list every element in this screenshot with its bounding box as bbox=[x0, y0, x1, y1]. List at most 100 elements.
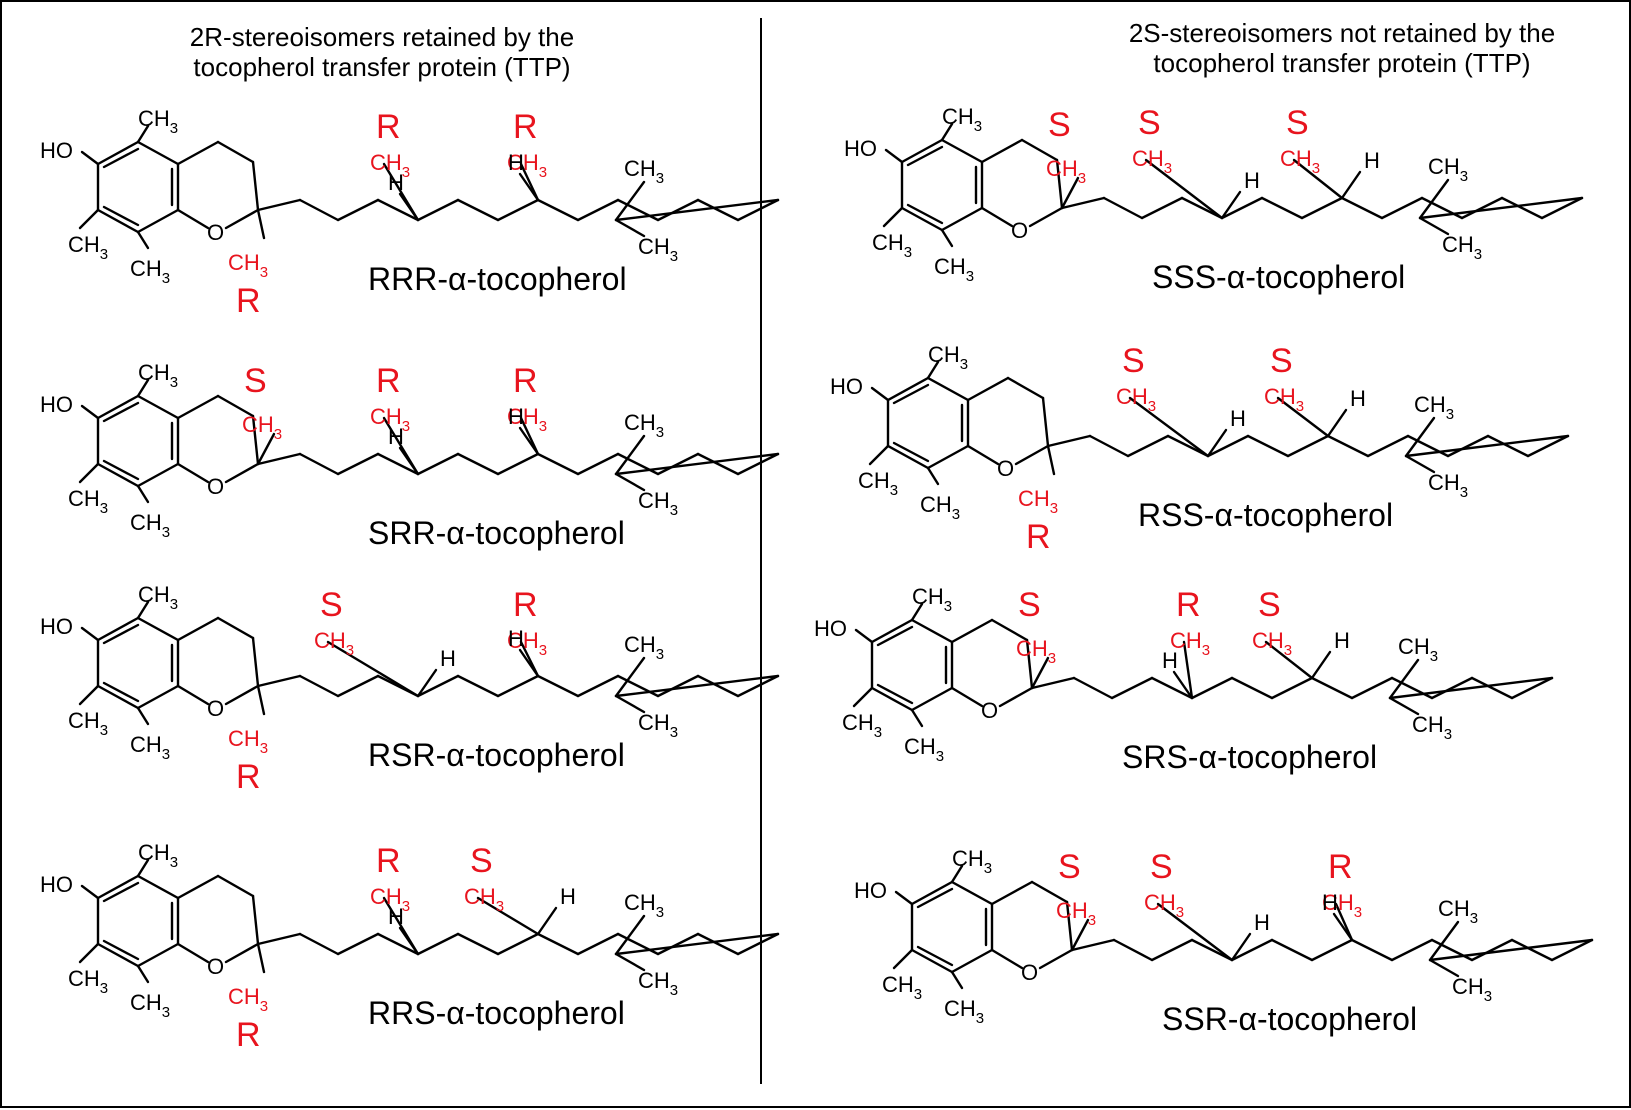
chroman-bond bbox=[251, 160, 260, 212]
aromatic-ring-bond bbox=[136, 462, 180, 488]
heading-2r-retained: 2R-stereoisomers retained by the tocophe… bbox=[102, 22, 662, 82]
chroman-bond bbox=[176, 208, 210, 230]
aromatic-ring-bond bbox=[950, 948, 994, 974]
c8-hydrogen: H bbox=[1322, 890, 1338, 915]
aromatic-ring-bond bbox=[136, 394, 180, 420]
hydroxyl-bond bbox=[80, 626, 100, 642]
phytyl-chain-bond bbox=[1270, 676, 1314, 700]
methyl-bond bbox=[136, 706, 150, 726]
c4-hydrogen: H bbox=[388, 424, 404, 449]
chroman-bond bbox=[216, 616, 255, 640]
terminal-methyl-b: CH3 bbox=[1442, 232, 1482, 263]
stereo-label-c2: S bbox=[1048, 106, 1071, 144]
aromatic-ring-bond bbox=[96, 394, 140, 420]
phytyl-chain-bond bbox=[256, 674, 302, 688]
phytyl-chain-bond bbox=[298, 198, 340, 222]
phytyl-chain-bond bbox=[496, 452, 540, 476]
phytyl-chain-bond bbox=[1060, 196, 1106, 210]
phytyl-chain-bond bbox=[456, 674, 500, 698]
aromatic-ring-bond bbox=[96, 208, 140, 234]
c8-methyl: CH3 bbox=[1280, 146, 1320, 177]
ring-oxygen: O bbox=[207, 954, 224, 979]
c8-hydrogen-bond bbox=[1340, 170, 1362, 200]
phytyl-chain-bond bbox=[1510, 938, 1554, 962]
terminal-bond bbox=[614, 914, 646, 956]
c8-methyl-bond bbox=[1334, 902, 1354, 942]
phytyl-chain-bond bbox=[1486, 434, 1530, 458]
terminal-methyl-b: CH3 bbox=[638, 234, 678, 265]
phytyl-chain-bond bbox=[1190, 938, 1234, 962]
chroman-bond bbox=[224, 942, 260, 964]
phytyl-chain-bond bbox=[1460, 196, 1504, 220]
phytyl-chain-bond bbox=[656, 452, 700, 476]
methyl-bond bbox=[78, 462, 100, 484]
aromatic-double-bond bbox=[102, 401, 140, 423]
phytyl-chain-bond bbox=[1500, 196, 1544, 220]
terminal-bond bbox=[614, 952, 646, 972]
terminal-bond bbox=[614, 694, 646, 714]
aromatic-ring-bond bbox=[940, 138, 984, 164]
phytyl-chain-bond bbox=[1300, 196, 1344, 220]
aromatic-ring-bond bbox=[870, 618, 914, 644]
aromatic-ring-bond bbox=[96, 462, 140, 488]
methyl-bond bbox=[136, 378, 150, 398]
c4-hydrogen: H bbox=[1230, 406, 1246, 431]
terminal-bond bbox=[614, 656, 646, 698]
phytyl-chain-bond bbox=[1150, 676, 1194, 700]
stereo-label-c4: S bbox=[1122, 342, 1145, 380]
methyl-8: CH3 bbox=[130, 256, 170, 287]
terminal-bond bbox=[614, 434, 646, 476]
hydroxyl-group: HO bbox=[40, 138, 73, 163]
terminal-bond bbox=[1388, 658, 1420, 700]
terminal-methyl-b: CH3 bbox=[638, 488, 678, 519]
heading-right-line-2: tocopherol transfer protein (TTP) bbox=[1153, 48, 1531, 78]
c2-methyl-bond bbox=[256, 942, 266, 974]
methyl-8: CH3 bbox=[130, 510, 170, 541]
phytyl-chain-bond bbox=[1166, 434, 1210, 458]
chroman-bond bbox=[176, 394, 220, 420]
phytyl-chain-bond bbox=[256, 452, 302, 466]
methyl-8: CH3 bbox=[130, 990, 170, 1021]
c8-hydrogen-bond bbox=[1310, 650, 1332, 680]
stereo-label-c8: S bbox=[1258, 586, 1281, 624]
ring-oxygen: O bbox=[997, 456, 1014, 481]
stereo-label-c2: S bbox=[244, 362, 267, 400]
aromatic-ring-bond bbox=[926, 444, 970, 470]
chroman-bond bbox=[1028, 206, 1064, 228]
stereo-label-c8: R bbox=[513, 586, 538, 624]
phytyl-chain-bond bbox=[1380, 196, 1424, 220]
methyl-bond bbox=[950, 864, 964, 884]
chroman-bond bbox=[1030, 880, 1069, 904]
phytyl-chain-bond bbox=[1150, 938, 1194, 962]
phytyl-chain-bond bbox=[576, 452, 620, 476]
methyl-bond bbox=[136, 858, 150, 878]
aromatic-ring-bond bbox=[886, 444, 930, 470]
aromatic-double-bond bbox=[102, 459, 140, 481]
c8-hydrogen-bond bbox=[518, 172, 540, 202]
phytyl-chain-bond bbox=[1430, 676, 1474, 700]
hydroxyl-bond bbox=[80, 884, 100, 900]
c8-hydrogen-bond bbox=[518, 648, 540, 678]
phytyl-chain-bond bbox=[298, 932, 340, 956]
c8-hydrogen: H bbox=[1350, 386, 1366, 411]
phytyl-chain-bond bbox=[456, 452, 500, 476]
heading-right-line-1: 2S-stereoisomers not retained by the bbox=[1128, 18, 1556, 48]
phytyl-chain-bond bbox=[456, 198, 500, 222]
phytyl-chain-bond bbox=[496, 674, 540, 698]
chroman-bond bbox=[176, 462, 210, 484]
aromatic-double-bond bbox=[102, 681, 140, 703]
phytyl-chain-bond bbox=[736, 932, 780, 956]
phytyl-chain-bond bbox=[1046, 434, 1092, 448]
phytyl-chain-bond bbox=[416, 674, 460, 698]
phytyl-chain-bond bbox=[1326, 434, 1370, 458]
phytyl-chain-bond bbox=[1404, 434, 1570, 458]
methyl-bond bbox=[136, 230, 150, 250]
phytyl-chain-bond bbox=[1470, 676, 1514, 700]
aromatic-ring-bond bbox=[136, 616, 180, 642]
ring-oxygen: O bbox=[207, 220, 224, 245]
chroman-bond bbox=[224, 684, 260, 706]
c8-hydrogen-bond bbox=[1326, 408, 1348, 438]
c8-methyl: CH3 bbox=[1252, 628, 1292, 659]
c4-hydrogen-bond bbox=[416, 668, 438, 698]
